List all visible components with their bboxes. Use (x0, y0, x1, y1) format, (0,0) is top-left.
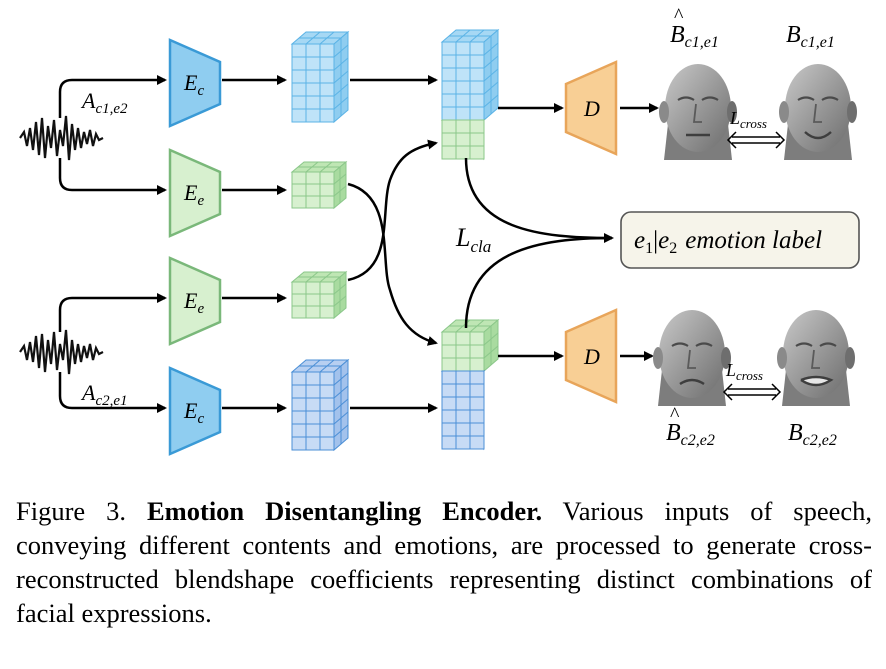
face-top-pred (659, 64, 737, 160)
content-feature-top (290, 30, 350, 124)
decoder-bottom: D (564, 308, 618, 404)
loss-cross-bottom: Lcross (722, 360, 782, 401)
hat-bottom: ^ (670, 404, 680, 426)
hat-top: ^ (674, 5, 684, 27)
face-label-top-gt: Bc1,e1 (786, 22, 835, 51)
arrow-emotion-swap-down (347, 182, 438, 346)
input-label-bottom: Ac2,e1 (80, 380, 128, 409)
content-feature-bottom (290, 358, 350, 452)
speech-waveform-bottom-icon (19, 329, 104, 375)
arrow-cla-bottom (464, 236, 613, 329)
concat-emotion-top (440, 118, 486, 161)
face-label-top-pred: Bc1,e1 (670, 22, 719, 51)
content-encoder-top: Ec (168, 38, 222, 128)
svg-text:Ec: Ec (183, 398, 204, 427)
arrow-cla-top (464, 157, 614, 243)
emotion-encoder-bottom: Ee (168, 256, 222, 346)
svg-text:D: D (583, 344, 600, 369)
input-label-top: Ac1,e2 (80, 88, 128, 117)
concat-emotion-bottom (440, 318, 500, 373)
face-bottom-gt (777, 310, 855, 406)
svg-text:Ee: Ee (183, 288, 204, 317)
caption-prefix: Figure 3. (16, 496, 147, 526)
face-label-bottom-pred: Bc2,e2 (666, 420, 715, 449)
face-label-bottom-gt: Bc2,e2 (788, 420, 837, 449)
figure-caption: Figure 3. Emotion Disentangling Encoder.… (16, 494, 872, 630)
svg-text:Lcross: Lcross (729, 108, 767, 131)
emotion-feature-bottom (290, 270, 348, 320)
svg-text:Ee: Ee (183, 180, 204, 209)
concat-content-bottom (440, 369, 486, 451)
face-top-gt (779, 64, 857, 160)
emotion-feature-top (290, 160, 348, 210)
face-bottom-pred (653, 310, 731, 406)
decoder-top: D (564, 60, 618, 156)
emotion-encoder-top: Ee (168, 148, 222, 238)
svg-text:D: D (583, 96, 600, 121)
arrow-to-emotion-encoder-bottom (58, 293, 167, 332)
loss-cross-top: Lcross (726, 108, 786, 149)
svg-text:Lcross: Lcross (725, 360, 763, 383)
loss-cla-label: Lcla (455, 223, 491, 256)
svg-text:Ec: Ec (183, 70, 204, 99)
caption-title: Emotion Disentangling Encoder. (147, 496, 543, 526)
speech-waveform-top-icon (19, 115, 104, 161)
arrow-to-content-encoder-bottom (58, 372, 167, 413)
arrow-to-content-encoder-top (58, 75, 167, 118)
arrow-emotion-swap-up (347, 139, 438, 282)
concat-content-top (440, 28, 500, 122)
caption-body: Various inputs of speech, conveying diff… (16, 496, 872, 628)
arrow-to-emotion-encoder-top (58, 158, 167, 195)
content-encoder-bottom: Ec (168, 366, 222, 456)
